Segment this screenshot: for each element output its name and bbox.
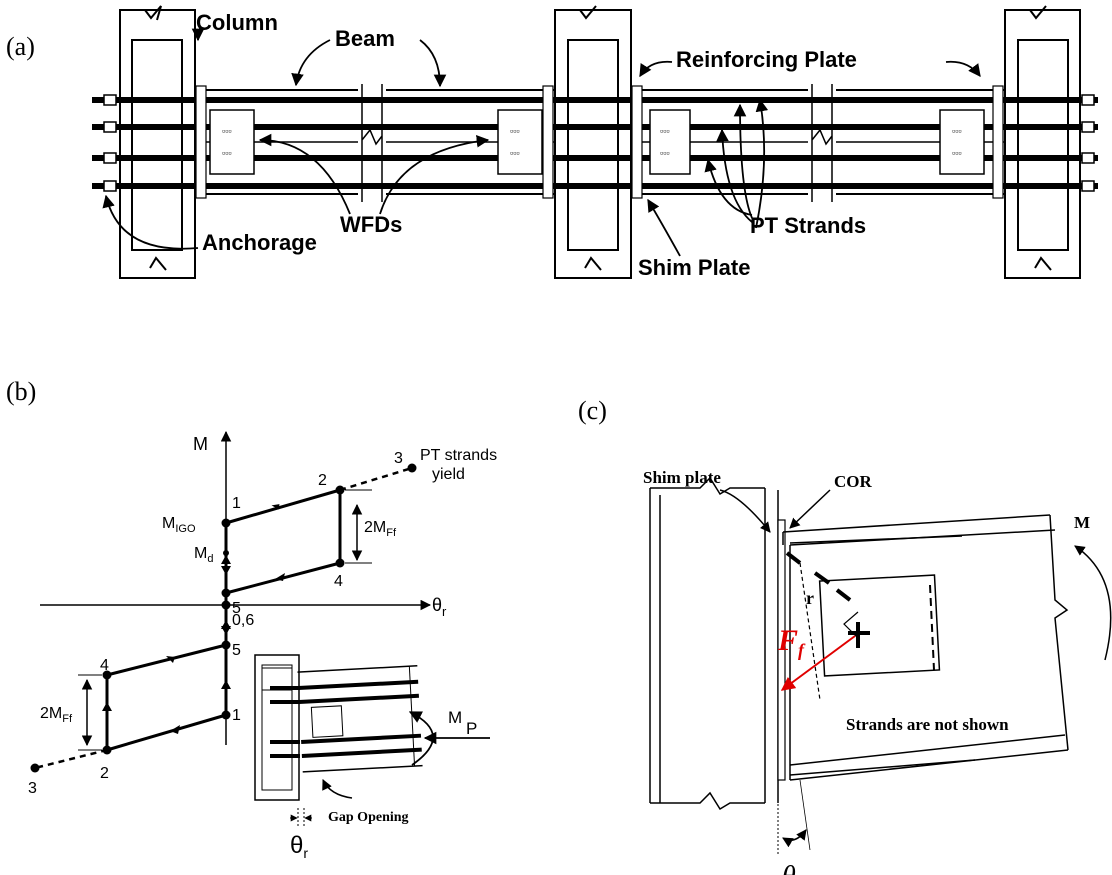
- gap-opening-label: Gap Opening: [328, 810, 409, 825]
- svg-text:▫▫▫: ▫▫▫: [222, 126, 232, 136]
- m-label-c: M: [1074, 513, 1090, 532]
- svg-text:▫▫▫: ▫▫▫: [952, 126, 962, 136]
- axis-m-label: M: [193, 434, 208, 454]
- r-dashed: [799, 562, 821, 701]
- lower-loop-arrows: [102, 620, 231, 734]
- theta-r-label-c: θr: [782, 861, 803, 875]
- panel-c-tag: (c): [578, 396, 607, 425]
- column-left: [119, 5, 196, 279]
- pt-yield-line1: PT strands: [420, 447, 497, 464]
- panel-a-leaders: [102, 27, 981, 257]
- upper-loop-arrows: [221, 504, 285, 581]
- column-middle: [554, 5, 632, 279]
- point-1-lower: 1: [232, 707, 241, 724]
- svg-text:▫▫▫: ▫▫▫: [952, 148, 962, 158]
- panel-a: (a): [6, 5, 1098, 280]
- beam-c: [782, 514, 1069, 781]
- upper-loop: [224, 488, 342, 605]
- svg-text:▫▫▫: ▫▫▫: [510, 126, 520, 136]
- point-4-lower: 4: [100, 657, 109, 674]
- label-reinforcing-plate: Reinforcing Plate: [676, 47, 857, 72]
- upper-yield-dash: [339, 466, 413, 492]
- column-c: [649, 476, 779, 811]
- m-igo-label: MIGO: [162, 515, 196, 535]
- panel-c: (c): [578, 396, 1112, 875]
- lower-points: [30, 640, 231, 773]
- inset-m-label: M: [448, 708, 462, 727]
- label-anchorage: Anchorage: [202, 230, 317, 255]
- svg-text:▫▫▫: ▫▫▫: [222, 148, 232, 158]
- origin-label: 0,6: [232, 612, 254, 629]
- ff-arrow: [780, 635, 856, 691]
- cor-marks: [785, 551, 852, 602]
- point-1-upper: 1: [232, 495, 241, 512]
- strands-note: Strands are not shown: [846, 715, 1009, 734]
- svg-text:▫▫▫: ▫▫▫: [660, 148, 670, 158]
- label-wfds: WFDs: [340, 212, 402, 237]
- inset-theta-label: θr: [290, 832, 308, 861]
- center-cross: [848, 622, 870, 648]
- point-3-upper: 3: [394, 450, 403, 467]
- pt-yield-line2: yield: [432, 466, 465, 483]
- svg-text:▫▫▫: ▫▫▫: [660, 126, 670, 136]
- anchorage-right: [1081, 94, 1095, 192]
- point-4-upper: 4: [334, 573, 343, 590]
- inset-p-label: P: [466, 719, 477, 738]
- upper-points: [221, 463, 417, 610]
- cor-label: COR: [834, 472, 873, 491]
- svg-text:▫▫▫: ▫▫▫: [510, 148, 520, 158]
- ff-label: Ff: [777, 624, 806, 660]
- m-d-label: Md: [194, 545, 213, 565]
- lower-loop: [105, 605, 228, 752]
- point-5-lower: 5: [232, 642, 241, 659]
- column-right: [1004, 5, 1081, 279]
- label-column: Column: [196, 10, 278, 35]
- m-arrow-c: [1074, 545, 1112, 661]
- inset-connection: [254, 654, 490, 826]
- label-shim-plate: Shim Plate: [638, 255, 750, 280]
- point-5-upper: 5: [232, 600, 241, 617]
- wfd-bolts: ▫▫▫ ▫▫▫ ▫▫▫ ▫▫▫ ▫▫▫ ▫▫▫ ▫▫▫ ▫▫▫: [222, 126, 962, 158]
- shim-plate-c: [777, 519, 786, 781]
- lower-yield-dash: [34, 748, 108, 770]
- strands-over-columns: [92, 97, 1098, 189]
- two-mff-lower-label: 2MFf: [40, 705, 73, 725]
- axis-theta-label: θr: [432, 595, 447, 619]
- panel-b-tag: (b): [6, 377, 36, 406]
- point-2-upper: 2: [318, 472, 327, 489]
- label-pt-strands: PT Strands: [750, 213, 866, 238]
- reinforcing-plates: [195, 85, 1004, 199]
- r-label: r: [806, 588, 814, 608]
- point-3-lower: 3: [28, 780, 37, 797]
- anchorage-left: [103, 94, 117, 192]
- panel-a-tag: (a): [6, 32, 35, 61]
- shim-plate-label-c: Shim plate: [643, 468, 721, 487]
- two-mff-upper-label: 2MFf: [364, 519, 397, 539]
- wfd-devices: [209, 109, 985, 175]
- panel-b: (b) M θr: [6, 377, 497, 861]
- label-beam: Beam: [335, 26, 395, 51]
- point-2-lower: 2: [100, 765, 109, 782]
